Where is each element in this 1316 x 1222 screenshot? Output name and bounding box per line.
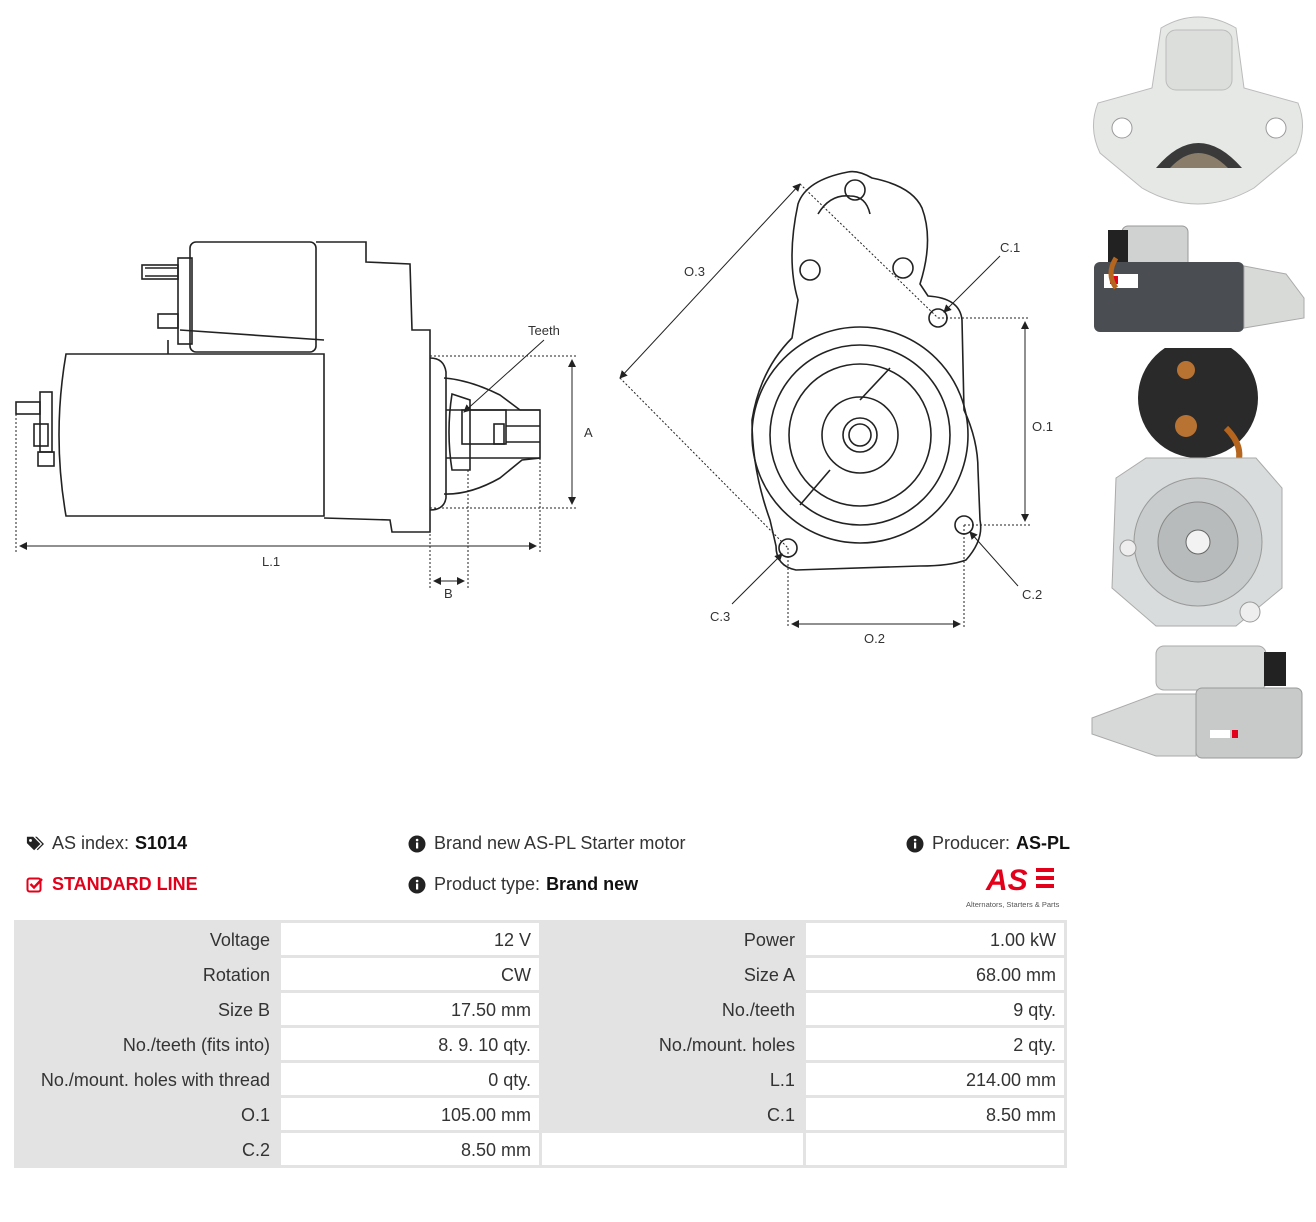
standard-line-badge: STANDARD LINE [26, 874, 198, 895]
table-row: No./mount. holes with thread 0 qty. L.1 … [17, 1063, 1064, 1095]
front-view [751, 170, 982, 571]
spec-value: 8. 9. 10 qty. [280, 1028, 539, 1060]
spec-value: 214.00 mm [805, 1063, 1064, 1095]
dim-l1-label: L.1 [262, 554, 280, 569]
product-type-label: Product type: [434, 874, 541, 894]
product-photo-front[interactable] [1086, 8, 1311, 218]
spec-label: No./mount. holes [541, 1028, 803, 1060]
tags-icon [26, 835, 44, 853]
spec-label: No./teeth (fits into) [17, 1028, 278, 1060]
spec-value: 9 qty. [805, 993, 1064, 1025]
side-view [15, 241, 541, 533]
table-row: Rotation CW Size A 68.00 mm [17, 958, 1064, 990]
dim-b-label: B [444, 586, 453, 601]
dim-c2-label: C.2 [1022, 587, 1042, 602]
spec-label: Power [541, 923, 803, 955]
front-dimensions [619, 183, 1030, 628]
spec-label: Rotation [17, 958, 278, 990]
as-index-value: S1014 [135, 833, 188, 853]
spec-empty-cell [541, 1133, 803, 1165]
product-type-value: Brand new [546, 874, 639, 894]
specifications-table: Voltage 12 V Power 1.00 kW Rotation CW S… [14, 920, 1067, 1168]
spec-value: 8.50 mm [280, 1133, 539, 1165]
product-photo-side[interactable] [1086, 218, 1311, 348]
info-circle-icon [408, 876, 426, 894]
spec-value: 1.00 kW [805, 923, 1064, 955]
dim-c1-label: C.1 [1000, 240, 1020, 255]
logo-mark: AS [985, 864, 1054, 897]
spec-value: 105.00 mm [280, 1098, 539, 1130]
svg-text:AS: AS [985, 864, 1028, 894]
product-photo-rear[interactable] [1086, 348, 1311, 638]
spec-label: L.1 [541, 1063, 803, 1095]
product-type: Product type: Brand new [408, 874, 638, 895]
spec-label: C.1 [541, 1098, 803, 1130]
spec-value: 12 V [280, 923, 539, 955]
spec-value: CW [280, 958, 539, 990]
description-text: Brand new AS-PL Starter motor [434, 833, 686, 853]
product-photo-side-2[interactable] [1086, 638, 1311, 768]
as-index-label: AS index: [52, 833, 130, 853]
teeth-label: Teeth [528, 323, 560, 338]
spec-value: 68.00 mm [805, 958, 1064, 990]
standard-line-label: STANDARD LINE [52, 874, 198, 894]
spec-value: 2 qty. [805, 1028, 1064, 1060]
dim-c3-label: C.3 [710, 609, 730, 624]
spec-value: 0 qty. [280, 1063, 539, 1095]
logo-tagline: Alternators, Starters & Parts [966, 900, 1060, 909]
dim-o2-label: O.2 [864, 631, 885, 646]
as-index: AS index: S1014 [26, 833, 187, 854]
spec-label: Size A [541, 958, 803, 990]
spec-label: No./teeth [541, 993, 803, 1025]
table-row: Voltage 12 V Power 1.00 kW [17, 923, 1064, 955]
product-description: Brand new AS-PL Starter motor [408, 833, 685, 854]
technical-drawing: Teeth A L.1 B O.3 C.1 O.1 C.2 [15, 170, 1053, 646]
dim-o1-label: O.1 [1032, 419, 1053, 434]
spec-label: Size B [17, 993, 278, 1025]
info-circle-icon [906, 835, 924, 853]
spec-value: 17.50 mm [280, 993, 539, 1025]
producer: Producer: AS-PL [906, 833, 1070, 854]
side-dimensions [15, 339, 578, 588]
product-photos [1086, 8, 1311, 768]
table-row: C.2 8.50 mm [17, 1133, 1064, 1165]
spec-empty-cell [805, 1133, 1064, 1165]
spec-label: Voltage [17, 923, 278, 955]
producer-value: AS-PL [1016, 833, 1071, 853]
table-row: Size B 17.50 mm No./teeth 9 qty. [17, 993, 1064, 1025]
spec-value: 8.50 mm [805, 1098, 1064, 1130]
spec-label: C.2 [17, 1133, 278, 1165]
dim-a-label: A [584, 425, 593, 440]
as-pl-logo: AS Alternators, Starters & Parts [966, 864, 1068, 909]
dim-o3-label: O.3 [684, 264, 705, 279]
producer-label: Producer: [932, 833, 1011, 853]
spec-label: O.1 [17, 1098, 278, 1130]
table-row: O.1 105.00 mm C.1 8.50 mm [17, 1098, 1064, 1130]
spec-label: No./mount. holes with thread [17, 1063, 278, 1095]
check-square-icon [26, 876, 44, 894]
info-circle-icon [408, 835, 426, 853]
table-row: No./teeth (fits into) 8. 9. 10 qty. No./… [17, 1028, 1064, 1060]
